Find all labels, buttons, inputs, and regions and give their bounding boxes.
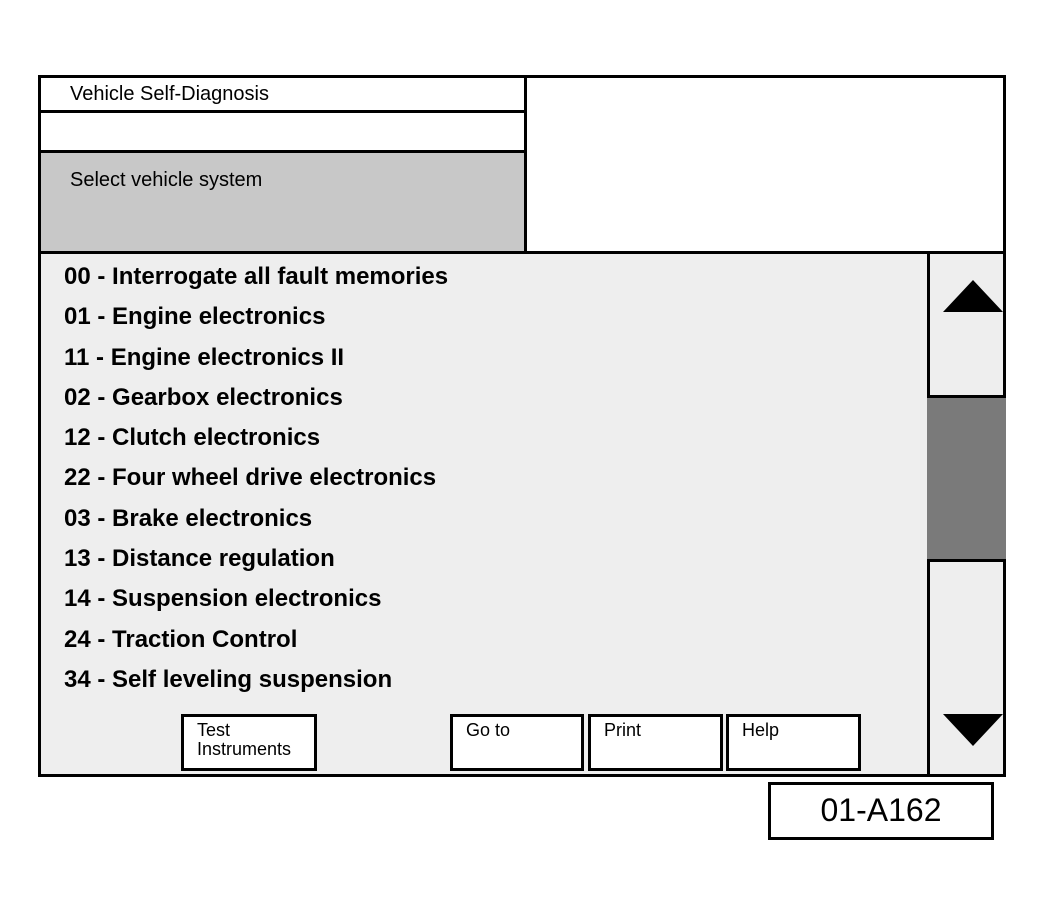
scroll-thumb[interactable] <box>927 395 1006 562</box>
triangle-down-icon <box>943 714 1003 746</box>
list-item[interactable]: 12 - Clutch electronics <box>64 424 321 452</box>
help-button[interactable]: Help <box>726 714 861 771</box>
triangle-up-icon <box>943 280 1003 312</box>
system-list-area: 00 - Interrogate all fault memories 01 -… <box>38 251 930 777</box>
list-item[interactable]: 01 - Engine electronics <box>64 303 326 331</box>
scrollbar[interactable] <box>927 251 1006 777</box>
list-item[interactable]: 24 - Traction Control <box>64 625 298 653</box>
info-panel <box>524 75 1006 254</box>
list-item[interactable]: 03 - Brake electronics <box>64 504 313 532</box>
test-instruments-button[interactable]: Test Instruments <box>181 714 317 771</box>
figure-code: 01-A162 <box>768 782 994 840</box>
test-instruments-label-line2: Instruments <box>197 739 292 759</box>
window-title: Vehicle Self-Diagnosis <box>38 75 527 113</box>
goto-button[interactable]: Go to <box>450 714 584 771</box>
system-list: 00 - Interrogate all fault memories 01 -… <box>64 260 448 703</box>
test-instruments-label-line1: Test <box>197 720 231 740</box>
list-item[interactable]: 34 - Self leveling suspension <box>64 665 393 693</box>
list-item[interactable]: 14 - Suspension electronics <box>64 585 382 613</box>
print-button[interactable]: Print <box>588 714 723 771</box>
prompt-panel: Select vehicle system <box>38 150 527 254</box>
scroll-down-button[interactable] <box>930 694 1003 774</box>
list-item[interactable]: 02 - Gearbox electronics <box>64 383 343 411</box>
list-item[interactable]: 13 - Distance regulation <box>64 545 335 573</box>
list-item[interactable]: 00 - Interrogate all fault memories <box>64 263 449 290</box>
scroll-up-button[interactable] <box>930 254 1003 348</box>
status-field <box>38 110 527 153</box>
list-item[interactable]: 11 - Engine electronics II <box>64 343 345 371</box>
list-item[interactable]: 22 - Four wheel drive electronics <box>64 464 437 492</box>
